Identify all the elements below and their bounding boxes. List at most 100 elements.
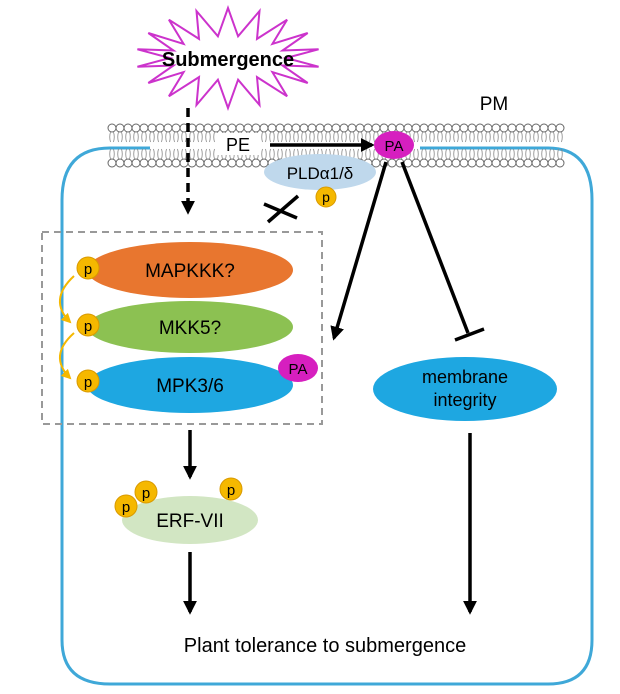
erf-phospho-3 <box>219 477 243 501</box>
lipid-tail <box>533 131 539 143</box>
lipid-head <box>259 158 269 168</box>
lipid-head <box>339 123 349 133</box>
mkk5-phospho-label: p <box>84 318 92 335</box>
lipid-head <box>107 158 117 168</box>
lipid-head <box>235 123 245 133</box>
lipid-head <box>443 123 453 133</box>
tolerance-label: Plant tolerance to submergence <box>184 635 466 657</box>
lipid-tail <box>141 148 147 160</box>
lipid-tail <box>357 148 363 160</box>
lipid-head <box>155 123 165 133</box>
lipid-head <box>395 123 405 133</box>
lipid-head <box>403 123 413 133</box>
lipid-tail <box>421 131 427 143</box>
lipid-head <box>267 123 277 133</box>
lipid-head <box>219 123 229 133</box>
pld-inhibition-line <box>266 194 300 224</box>
lipid-tail <box>125 148 131 160</box>
lipid-tail <box>197 131 203 143</box>
lipid-head <box>195 158 205 168</box>
lipid-head <box>555 123 565 133</box>
lipid-tail <box>117 148 123 160</box>
lipid-head <box>499 123 509 133</box>
lipid-head <box>459 123 469 133</box>
lipid-head <box>451 123 461 133</box>
erf-vii-label: ERF-VII <box>156 511 224 532</box>
lipid-head <box>123 123 133 133</box>
mapkkk-label: MAPKKK? <box>145 261 235 282</box>
pld-label: PLDα1/δ <box>287 164 354 183</box>
pe-label-bg <box>215 133 261 155</box>
lipid-tail <box>357 131 363 143</box>
lipid-tail <box>485 131 491 143</box>
lipid-head <box>427 158 437 168</box>
lipid-head <box>323 123 333 133</box>
lipid-tail <box>149 131 155 143</box>
lipid-tail <box>181 131 187 143</box>
lipid-tail <box>429 131 435 143</box>
lipid-head <box>307 123 317 133</box>
lipid-tail <box>149 148 155 160</box>
membrane-integrity-line2: integrity <box>433 390 496 410</box>
lipid-head <box>291 123 301 133</box>
lipid-tail <box>109 148 115 160</box>
mapkkk-phospho <box>76 256 100 280</box>
lipid-tail <box>517 131 523 143</box>
lipid-tail <box>421 148 427 160</box>
lipid-tail <box>541 131 547 143</box>
lipid-head <box>355 123 365 133</box>
lipid-tail <box>285 131 291 143</box>
lipid-head <box>147 123 157 133</box>
lipid-tail <box>501 148 507 160</box>
lipid-head <box>243 158 253 168</box>
lipid-tail <box>461 131 467 143</box>
lipid-head <box>363 123 373 133</box>
pa-to-mpk-arrow <box>330 161 388 341</box>
lipid-tail <box>365 148 371 160</box>
lipid-tail <box>205 148 211 160</box>
lipid-tail <box>549 148 555 160</box>
lipid-tail <box>469 131 475 143</box>
lipid-tail <box>533 148 539 160</box>
lipid-tail <box>517 148 523 160</box>
pld-phospho <box>315 186 337 208</box>
lipid-head <box>283 123 293 133</box>
pld-inhibition-bar <box>263 202 298 220</box>
lipid-head <box>195 123 205 133</box>
lipid-tail <box>349 131 355 143</box>
mpk36-phospho <box>76 369 100 393</box>
lipid-tail <box>277 131 283 143</box>
lipid-head <box>371 158 381 168</box>
pa-membrane <box>374 131 414 159</box>
lipid-tail <box>477 148 483 160</box>
lipid-head <box>411 158 421 168</box>
plasma-membrane <box>107 123 565 168</box>
pa-membrane-label: PA <box>385 138 404 155</box>
membrane-integrity-oval <box>373 357 557 421</box>
lipid-tail <box>117 131 123 143</box>
lipid-tail <box>189 131 195 143</box>
lipid-tail <box>157 148 163 160</box>
lipid-head <box>531 123 541 133</box>
lipid-tail <box>469 148 475 160</box>
lipid-head <box>491 123 501 133</box>
lipid-tail <box>453 148 459 160</box>
pld-enzyme <box>264 154 376 190</box>
lipid-tail <box>261 148 267 160</box>
lipid-tail <box>141 131 147 143</box>
mapkkk-phospho-label: p <box>84 261 92 278</box>
submergence-label: Submergence <box>162 49 294 71</box>
lipid-head <box>419 158 429 168</box>
lipid-tail <box>429 148 435 160</box>
lipid-head <box>155 158 165 168</box>
lipid-head <box>371 123 381 133</box>
lipid-head <box>251 158 261 168</box>
lipid-head <box>227 123 237 133</box>
lipid-head <box>547 158 557 168</box>
membrane-integrity-line1: membrane <box>422 367 508 387</box>
lipid-head <box>507 158 517 168</box>
lipid-head <box>259 123 269 133</box>
lipid-tail <box>557 148 563 160</box>
lipid-head <box>387 123 397 133</box>
lipid-tail <box>525 131 531 143</box>
